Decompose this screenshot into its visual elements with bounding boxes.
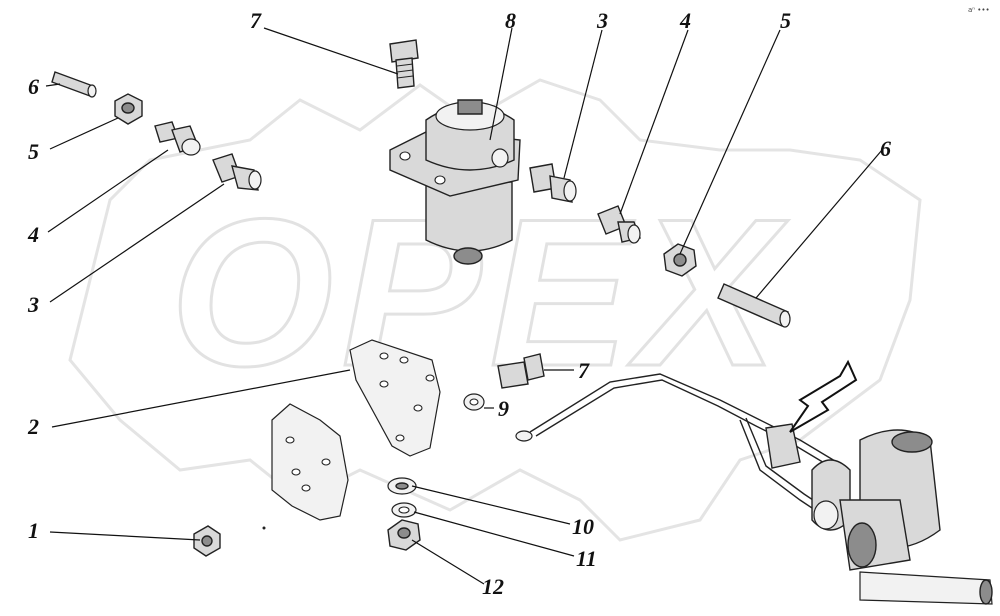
part-4-fitting-right — [597, 205, 641, 244]
callout-1: 1 — [28, 518, 39, 543]
direction-arrow — [789, 359, 858, 433]
callout-7-middle: 7 — [578, 358, 590, 383]
callout-12: 12 — [482, 574, 504, 599]
corner-mark: aⁿ ••• — [968, 6, 990, 14]
callout-7-top: 7 — [250, 8, 262, 33]
part-2-bracket — [349, 339, 441, 457]
part-10-washer — [387, 477, 417, 495]
part-7-bolt-top — [389, 39, 419, 89]
part-12-nut — [387, 519, 421, 551]
callout-4-right: 4 — [679, 8, 691, 33]
part-9-washer — [463, 393, 485, 411]
callout-11: 11 — [576, 546, 597, 571]
leader-lines — [45, 27, 883, 585]
engine-pump-assembly — [811, 429, 993, 605]
callout-4-left: 4 — [27, 222, 39, 247]
part-1-nut — [193, 525, 221, 557]
part-3-union-right — [529, 163, 577, 203]
callouts: 6 5 4 3 2 1 7 8 3 4 5 6 7 9 10 11 12 — [27, 8, 891, 599]
dot-mark — [262, 526, 266, 530]
callout-6-left: 6 — [28, 74, 39, 99]
callout-5-right: 5 — [780, 8, 791, 33]
callout-5-left: 5 — [28, 139, 39, 164]
callout-8: 8 — [505, 8, 516, 33]
part-5-nut-left — [114, 93, 143, 125]
part-6-tube-right — [717, 283, 791, 328]
part-4-fitting-left — [154, 121, 201, 156]
callout-3-right: 3 — [596, 8, 608, 33]
fuel-lines — [515, 373, 851, 521]
part-8-filter — [389, 99, 521, 265]
part-6-tube-left — [51, 71, 97, 98]
callout-3-left: 3 — [27, 292, 39, 317]
callout-10: 10 — [572, 514, 594, 539]
callout-2: 2 — [27, 414, 39, 439]
part-3-union-left — [212, 153, 262, 191]
part-gasket-plate — [271, 403, 349, 521]
part-11-spring-washer — [391, 502, 417, 518]
callout-6-right: 6 — [880, 136, 891, 161]
part-7-bolt-middle — [497, 353, 545, 389]
part-5-nut-right — [663, 243, 697, 277]
callout-9: 9 — [498, 396, 509, 421]
